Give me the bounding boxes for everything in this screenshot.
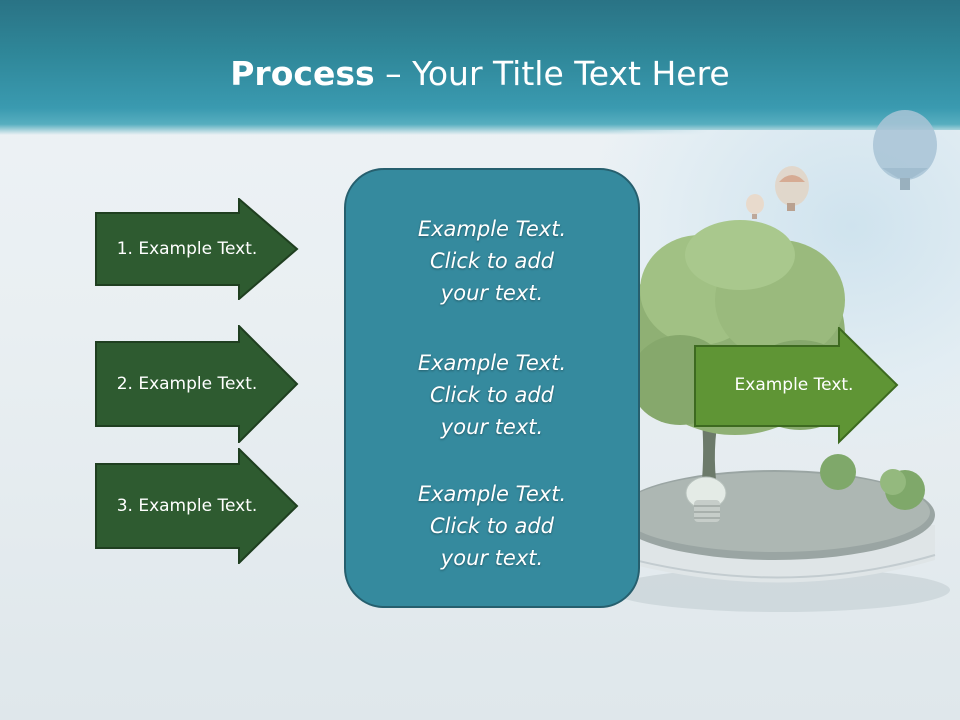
page-title: Process – Your Title Text Here bbox=[0, 52, 960, 96]
arrow-shape bbox=[95, 325, 299, 443]
title-bar bbox=[0, 0, 960, 135]
arrow-shape bbox=[95, 448, 299, 564]
title-rest: – Your Title Text Here bbox=[374, 54, 730, 93]
arrow-shape bbox=[95, 198, 299, 300]
center-text-box[interactable] bbox=[344, 168, 640, 608]
center-text-3: Example Text. Click to add your text. bbox=[417, 482, 567, 570]
arrow-label: 3. Example Text. bbox=[116, 496, 258, 516]
center-text-1: Example Text. Click to add your text. bbox=[417, 217, 567, 305]
title-bold: Process bbox=[230, 54, 375, 93]
arrow-label: 1. Example Text. bbox=[116, 239, 258, 259]
center-text-2: Example Text. Click to add your text. bbox=[417, 351, 567, 439]
process-arrow-2[interactable]: 2. Example Text. bbox=[95, 325, 300, 443]
arrow-label: 2. Example Text. bbox=[116, 374, 258, 394]
result-arrow[interactable]: Example Text. bbox=[694, 327, 900, 445]
process-arrow-1[interactable]: 1. Example Text. bbox=[95, 198, 300, 300]
arrow-shape bbox=[694, 327, 899, 445]
arrow-label: Example Text. bbox=[734, 375, 854, 395]
process-arrow-3[interactable]: 3. Example Text. bbox=[95, 448, 300, 564]
